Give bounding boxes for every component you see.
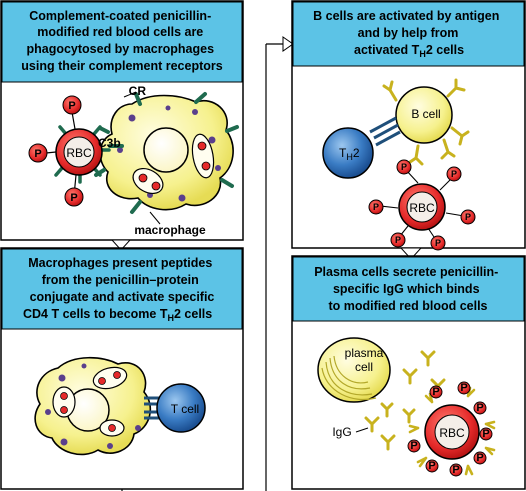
arrow-right: [282, 36, 294, 52]
th2-contact: [369, 116, 401, 147]
macrophage-granules: [117, 105, 221, 202]
phagosome-left: [132, 167, 164, 195]
vesicle-top: [92, 366, 128, 390]
panel-presentation-header: [1, 248, 243, 330]
rbc-center-2: [406, 191, 438, 223]
panel-phagocytosis: Complement-coated penicillin- modified r…: [0, 0, 244, 241]
th2-label: TH2: [339, 146, 360, 162]
macrophage-nucleus: [143, 127, 189, 173]
panel-b-cell-activation: B cells are activated by antigen and by …: [291, 0, 526, 251]
penicillin-haptens: P P P: [28, 95, 84, 207]
vesicle-bottom: [99, 419, 125, 437]
p-label: P: [68, 100, 75, 112]
igg-label: IgG: [332, 425, 351, 439]
p-label: P: [410, 440, 417, 452]
plasma-cell: [317, 337, 391, 403]
igg-leader: [355, 427, 369, 433]
vesicle-left: [52, 386, 76, 418]
p-label: P: [432, 386, 439, 398]
arrow-down-left: [110, 239, 132, 251]
rbc-center: [63, 136, 95, 168]
p-label: P: [460, 382, 467, 394]
th2-cell: [322, 127, 374, 179]
p-label: P: [435, 238, 441, 248]
panel-presentation-title: Macrophages present peptides from the pe…: [28, 256, 216, 304]
phagosome-right: [191, 133, 215, 179]
p-label: P: [476, 452, 483, 464]
panel-bcell-title: B cells are activated by antigen and by …: [313, 9, 503, 40]
p-label: P: [373, 202, 379, 212]
b-cell-receptors: [382, 78, 470, 166]
free-igg: [364, 350, 446, 451]
panel-plasma-title: Plasma cells secrete penicillin- specifi…: [314, 265, 502, 313]
rbc-opsonized: RBC P P P P P P P P: [407, 381, 496, 477]
p-label: P: [465, 212, 471, 222]
p-label: P: [476, 402, 483, 414]
rbc-label-3: RBC: [439, 426, 465, 440]
p-label: P: [452, 464, 459, 476]
b-cell-label: B cell: [411, 107, 440, 121]
p-label: P: [70, 192, 77, 204]
plasma-er: [321, 355, 377, 400]
macrophage-leader: [149, 211, 161, 225]
cr-label: CR: [129, 84, 147, 98]
plasma-label-1: plasma: [345, 346, 384, 360]
t-cell-label: T cell: [171, 402, 199, 416]
p-label: P: [34, 148, 41, 160]
panel-bcell-header: [292, 1, 525, 67]
p-label: P: [428, 460, 435, 472]
arrow-down-right: [399, 247, 423, 260]
plasma-label-2: cell: [355, 360, 373, 374]
p-label: P: [482, 428, 489, 440]
rbc-center-3: [434, 414, 470, 450]
rbc-label: RBC: [66, 146, 92, 160]
panel-bcell-title-last: activated TH2 cells: [354, 43, 464, 59]
panel-phagocytosis-header: [1, 1, 243, 83]
rbc-coated: RBC: [54, 125, 111, 184]
t-cell: [156, 383, 206, 433]
panel-plasma-cell: Plasma cells secrete penicillin- specifi…: [291, 255, 526, 490]
rbc-label-2: RBC: [409, 201, 435, 215]
panel-antigen-presentation: Macrophages present peptides from the pe…: [0, 247, 244, 490]
b-cell: [395, 86, 453, 144]
panel-phagocytosis-title: Complement-coated penicillin- modified r…: [21, 9, 222, 73]
macrophage-label: macrophage: [134, 223, 206, 237]
p-label: P: [395, 235, 401, 245]
rbc-haptens-p2: RBC P P P P P P: [368, 159, 476, 251]
cr-leader: [123, 91, 137, 98]
macrophage-granules-2: [45, 363, 141, 449]
panel-plasma-header: [292, 256, 525, 322]
p-label: P: [451, 169, 457, 179]
c3b-label: C3b: [98, 136, 121, 150]
p-label: P: [401, 162, 407, 172]
panel-presentation-title-last: CD4 T cells to become TH2 cells: [23, 307, 212, 323]
